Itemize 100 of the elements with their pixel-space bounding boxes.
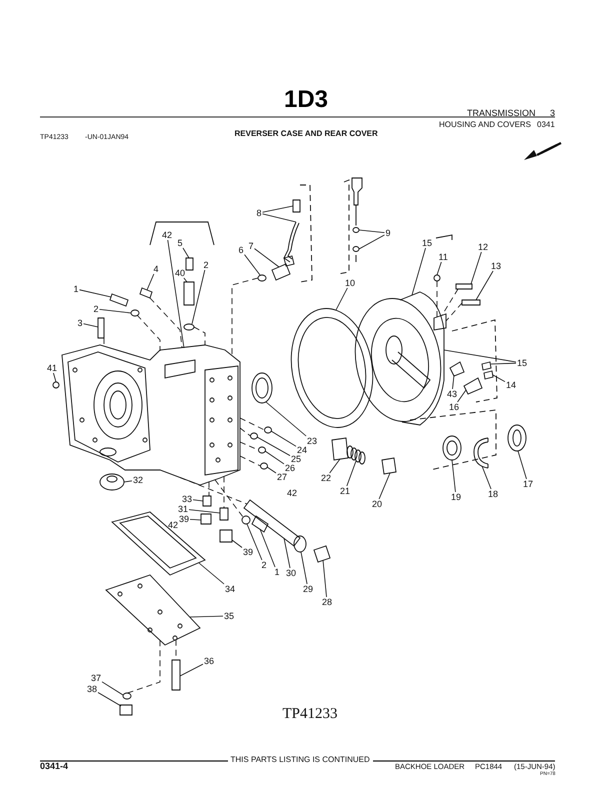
callout-number: 26 <box>284 463 296 473</box>
callout-number: 15 <box>516 358 528 368</box>
section-name: TRANSMISSION <box>467 108 536 118</box>
assembly-line <box>136 314 160 352</box>
leader-line <box>83 323 98 328</box>
leader-line <box>378 472 390 500</box>
fitting <box>449 361 465 377</box>
leader-line <box>266 466 276 474</box>
switch <box>463 377 483 395</box>
washer <box>122 692 132 700</box>
callout-number: 38 <box>86 684 98 694</box>
fitting <box>139 287 153 299</box>
page-heading: 1D3 <box>284 86 328 113</box>
callout-number: 1 <box>72 284 80 294</box>
leader-line <box>256 436 290 456</box>
assembly-line <box>232 278 258 356</box>
leader-line <box>102 681 124 696</box>
leader-line <box>182 248 190 258</box>
callout-number: 42 <box>286 488 298 498</box>
leader-line <box>183 278 188 282</box>
continuation-note: THIS PARTS LISTING IS CONTINUED <box>228 755 373 764</box>
callout-number: 22 <box>320 473 332 483</box>
spring <box>346 446 366 464</box>
leader-line <box>190 518 202 520</box>
callout-number: 19 <box>450 492 462 502</box>
leader-line <box>260 528 276 568</box>
callout-number: 2 <box>202 260 210 270</box>
leader-line <box>244 254 260 276</box>
figure-title: REVERSER CASE AND REAR COVER <box>234 129 378 138</box>
bearing <box>442 436 462 460</box>
callout-number: 39 <box>242 547 254 557</box>
screen <box>243 499 301 547</box>
assembly-line <box>208 482 210 496</box>
plug <box>264 426 272 434</box>
bolt <box>172 660 180 690</box>
callout-number: 18 <box>487 489 500 499</box>
leader-line <box>99 309 132 314</box>
callout-number: 24 <box>296 445 308 455</box>
assembly-line <box>194 326 206 346</box>
callout-number: 42 <box>167 520 180 530</box>
leader-line <box>482 466 492 490</box>
cover-drawing <box>354 292 446 426</box>
callout-number: 11 <box>438 252 449 262</box>
plug <box>313 545 331 563</box>
leader-line <box>358 234 385 250</box>
callout-number: 30 <box>285 568 298 578</box>
bolt <box>462 300 480 306</box>
gasket-drawing <box>111 512 206 576</box>
callout-number: 7 <box>248 241 255 251</box>
leader-line <box>490 362 516 364</box>
callout-number: 2 <box>260 560 268 570</box>
callout-number: 36 <box>203 656 216 666</box>
assembly-line <box>240 418 265 430</box>
spring <box>382 457 396 475</box>
leader-line <box>192 270 206 324</box>
callout-number: 28 <box>321 597 334 607</box>
fitting <box>98 318 104 338</box>
leader-line <box>198 562 224 584</box>
leader-line <box>98 692 122 706</box>
callout-number: 40 <box>174 268 186 278</box>
pin <box>52 382 60 388</box>
callout-number: 39 <box>178 514 190 524</box>
leader-line <box>457 390 466 402</box>
gasket-drawing <box>290 308 374 428</box>
callout-number: 41 <box>46 363 58 373</box>
nut <box>220 530 232 542</box>
leader-line <box>346 460 356 486</box>
leader-line <box>266 402 306 436</box>
assembly-line <box>240 442 259 450</box>
leader-line <box>124 480 132 482</box>
assembly-line <box>436 280 438 318</box>
leader-line <box>79 289 112 298</box>
fitting <box>251 515 269 533</box>
callout-number: 9 <box>384 228 392 238</box>
fitting <box>202 496 212 506</box>
leader-line <box>322 560 327 598</box>
leader-line <box>492 374 506 382</box>
fitting <box>220 508 228 520</box>
leader-line <box>188 509 220 514</box>
callout-number: 14 <box>505 380 518 390</box>
callout-number: 31 <box>177 504 190 514</box>
callout-number: 6 <box>238 245 245 255</box>
callout-number: 21 <box>339 486 352 496</box>
leader-line <box>146 274 154 290</box>
housing-drawing <box>62 344 240 486</box>
seal <box>252 372 272 404</box>
o-ring <box>352 246 360 252</box>
elbow-fitting <box>271 263 291 281</box>
spool <box>332 437 348 461</box>
fitting <box>184 282 194 306</box>
nut <box>200 514 212 524</box>
callout-number: 20 <box>371 499 384 509</box>
o-ring <box>130 310 140 316</box>
callout-number: 13 <box>490 261 502 271</box>
callout-number: 8 <box>256 208 263 218</box>
cover-plate-drawing <box>105 574 201 646</box>
o-ring <box>258 274 266 282</box>
callout-number: 27 <box>276 472 288 482</box>
callout-number: 29 <box>302 584 314 594</box>
leader-line <box>262 206 294 213</box>
